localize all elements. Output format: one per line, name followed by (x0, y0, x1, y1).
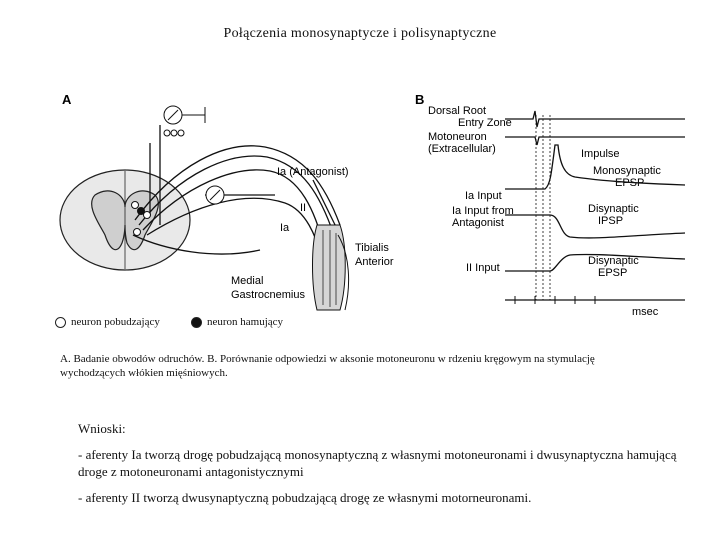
figure-caption: A. Badanie obwodów odruchów. B. Porównan… (60, 352, 620, 380)
label-motoneuron: Motoneuron (428, 131, 487, 143)
label-msec: msec (632, 306, 659, 318)
muscles (313, 225, 349, 310)
label-gastrocnemius: Gastrocnemius (231, 289, 305, 301)
label-ii-input: II Input (466, 262, 500, 274)
label-monosynaptic: Monosynaptic (593, 165, 661, 177)
legend-excitatory: neuron pobudzający (55, 316, 160, 328)
label-impulse: Impulse (581, 148, 620, 160)
conclusions-heading: Wnioski: (78, 420, 678, 437)
reflex-circuit-figure: A (55, 85, 687, 320)
excitatory-neuron-icon (55, 317, 66, 328)
label-ia-antagonist: Ia (Antagonist) (277, 166, 349, 178)
label-entry-zone: Entry Zone (458, 117, 512, 129)
conclusion-point-1: - aferenty Ia tworzą drogę pobudzającą m… (78, 446, 678, 480)
legend-inhibitory-label: neuron hamujący (207, 316, 283, 328)
label-ia-input: Ia Input (465, 190, 502, 202)
page-title: Połączenia monosynaptycze i polisynaptyc… (0, 26, 720, 42)
label-ii: II (300, 202, 306, 214)
label-epsp-2: EPSP (598, 267, 627, 279)
legend-inhibitory: neuron hamujący (191, 316, 283, 328)
conclusions: Wnioski: - aferenty Ia tworzą drogę pobu… (78, 420, 678, 515)
inhibitory-neuron-icon (191, 317, 202, 328)
label-ia-input-from: Ia Input from (452, 205, 514, 217)
legend-excitatory-label: neuron pobudzający (71, 316, 160, 328)
label-tibialis: Tibialis (355, 242, 389, 254)
panel-a-label: A (62, 92, 72, 107)
panel-b-label: B (415, 92, 424, 107)
label-medial: Medial (231, 275, 263, 287)
label-ipsp: IPSP (598, 215, 623, 227)
label-extracellular: (Extracellular) (428, 143, 496, 155)
label-ia: Ia (280, 222, 290, 234)
label-anterior: Anterior (355, 256, 394, 268)
label-antagonist: Antagonist (452, 217, 504, 229)
spinal-cord-cross-section (60, 170, 190, 270)
label-disynaptic-ipsp: Disynaptic (588, 203, 639, 215)
label-dorsal-root: Dorsal Root (428, 105, 486, 117)
conclusion-point-2: - aferenty II tworzą dwusynaptyczną pobu… (78, 489, 678, 506)
